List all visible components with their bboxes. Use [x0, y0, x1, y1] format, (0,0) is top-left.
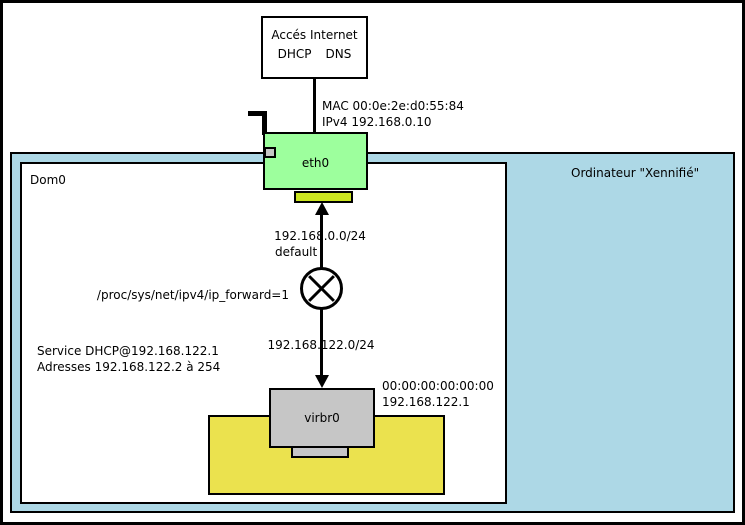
dhcp-range-label: Adresses 192.168.122.2 à 254: [37, 360, 221, 374]
virbr0-label: virbr0: [304, 411, 340, 425]
route-line-up: [320, 213, 323, 269]
host-computer-label: Ordinateur "Xennifié": [571, 166, 700, 180]
eth0-box: eth0: [263, 132, 368, 190]
virbr0-mac-label: 00:00:00:00:00:00: [382, 379, 494, 393]
eth0-mac-label: MAC 00:0e:2e:d0:55:84: [322, 99, 464, 113]
nic-port-square: [264, 147, 276, 158]
route-line-down: [320, 309, 323, 376]
internet-link-line: [313, 78, 316, 134]
default-route-label: default: [275, 245, 318, 259]
arrow-down-icon: [315, 375, 329, 388]
lower-subnet-label: 192.168.122.0/24: [267, 338, 375, 352]
nic-bracket-bar: [262, 111, 267, 135]
eth0-ipv4-label: IPv4 192.168.0.10: [322, 115, 432, 129]
internet-access-title: Accés Internet: [271, 28, 358, 42]
virbr0-box: virbr0: [269, 388, 375, 448]
router-icon: [300, 267, 343, 310]
dhcp-service-label: DHCP: [277, 47, 312, 61]
nic-bracket-foot: [248, 111, 267, 116]
eth0-label: eth0: [301, 156, 330, 170]
ip-forward-label: /proc/sys/net/ipv4/ip_forward=1: [96, 288, 289, 302]
upper-subnet-label: 192.168.0.0/24: [274, 229, 366, 243]
dhcp-service-address-label: Service DHCP@192.168.122.1: [37, 344, 219, 358]
dom0-label: Dom0: [30, 173, 66, 187]
internet-access-box: Accés Internet DHCP DNS: [261, 16, 368, 79]
internet-services: DHCP DNS: [278, 47, 352, 61]
virbr0-ip-label: 192.168.122.1: [382, 395, 470, 409]
arrow-up-icon: [315, 202, 329, 215]
dns-service-label: DNS: [325, 47, 352, 61]
